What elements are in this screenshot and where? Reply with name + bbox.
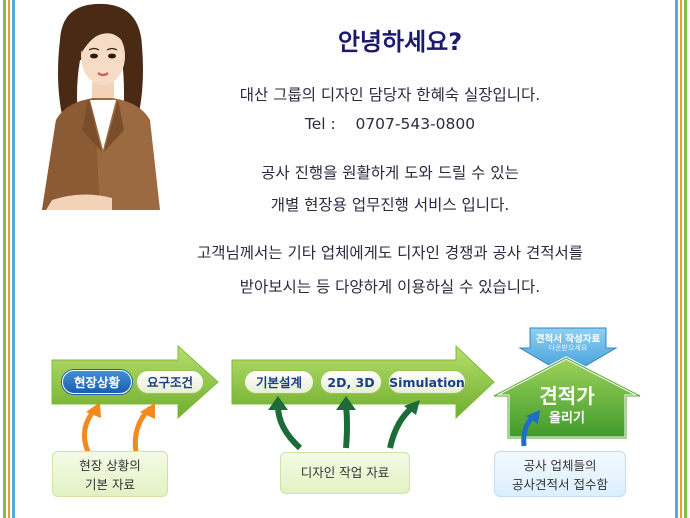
download-arrow-shape bbox=[518, 327, 618, 377]
note-design-text: 디자인 작업 자료 bbox=[300, 465, 390, 480]
left-stripe-green bbox=[3, 0, 6, 518]
flow-item-2d-3d[interactable]: 2D, 3D bbox=[320, 370, 382, 394]
body-line-1: 공사 진행을 원활하게 도와 드릴 수 있는 bbox=[261, 164, 519, 182]
intro-text: 대산 그룹의 디자인 담당자 한혜숙 실장입니다. bbox=[239, 86, 541, 104]
woman-portrait-illustration bbox=[42, 3, 160, 210]
note-site-basic-data: 현장 상황의 기본 자료 bbox=[52, 451, 168, 497]
note-site-line-1: 현장 상황의 bbox=[79, 458, 141, 473]
left-stripe-blue bbox=[12, 0, 15, 518]
tel-label: Tel : bbox=[304, 115, 336, 133]
curved-arrow-green-3 bbox=[387, 403, 416, 449]
note-design-work-data: 디자인 작업 자료 bbox=[280, 452, 410, 494]
flow-item-basic-design[interactable]: 기본설계 bbox=[244, 370, 314, 394]
flow-item-requirements[interactable]: 요구조건 bbox=[136, 370, 204, 394]
flow-item-site-condition[interactable]: 현장상황 bbox=[62, 370, 132, 394]
note-contractor-line-2: 공사견적서 접수함 bbox=[512, 477, 608, 492]
left-stripe-orange bbox=[8, 0, 10, 518]
note-site-line-2: 기본 자료 bbox=[85, 477, 135, 492]
house-subtitle: 올리기 bbox=[549, 411, 585, 426]
greeting-title: 안녕하세요? bbox=[337, 28, 463, 56]
curved-arrow-green-2 bbox=[343, 405, 350, 449]
body-line-3: 고객님께서는 기타 업체에게도 디자인 경쟁과 공사 견적서를 bbox=[196, 244, 584, 262]
note-contractor-estimates: 공사 업체들의 공사견적서 접수함 bbox=[494, 451, 626, 497]
estimate-data-sublabel: 다운받으세요 bbox=[548, 344, 588, 352]
tel-line: Tel : 0707-543-0800 bbox=[130, 115, 650, 133]
note-contractor-line-1: 공사 업체들의 bbox=[523, 458, 597, 473]
flow-item-simulation[interactable]: Simulation bbox=[388, 370, 466, 394]
right-stripe-blue bbox=[675, 0, 678, 518]
body-line-2: 개별 현장용 업무진행 서비스 입니다. bbox=[270, 196, 510, 214]
flow-arrow-1 bbox=[51, 344, 219, 420]
tel-number[interactable]: 0707-543-0800 bbox=[355, 115, 476, 133]
right-stripe-green bbox=[684, 0, 687, 518]
body-line-4: 받아보시는 등 다양하게 이용하실 수 있습니다. bbox=[239, 278, 541, 296]
curved-arrow-green-1 bbox=[275, 405, 303, 451]
process-flow-graphic bbox=[51, 327, 641, 453]
right-stripe-orange bbox=[680, 0, 682, 518]
house-title[interactable]: 견적가 bbox=[539, 384, 595, 408]
estimate-data-label[interactable]: 견적서 작성자료 bbox=[535, 334, 601, 345]
